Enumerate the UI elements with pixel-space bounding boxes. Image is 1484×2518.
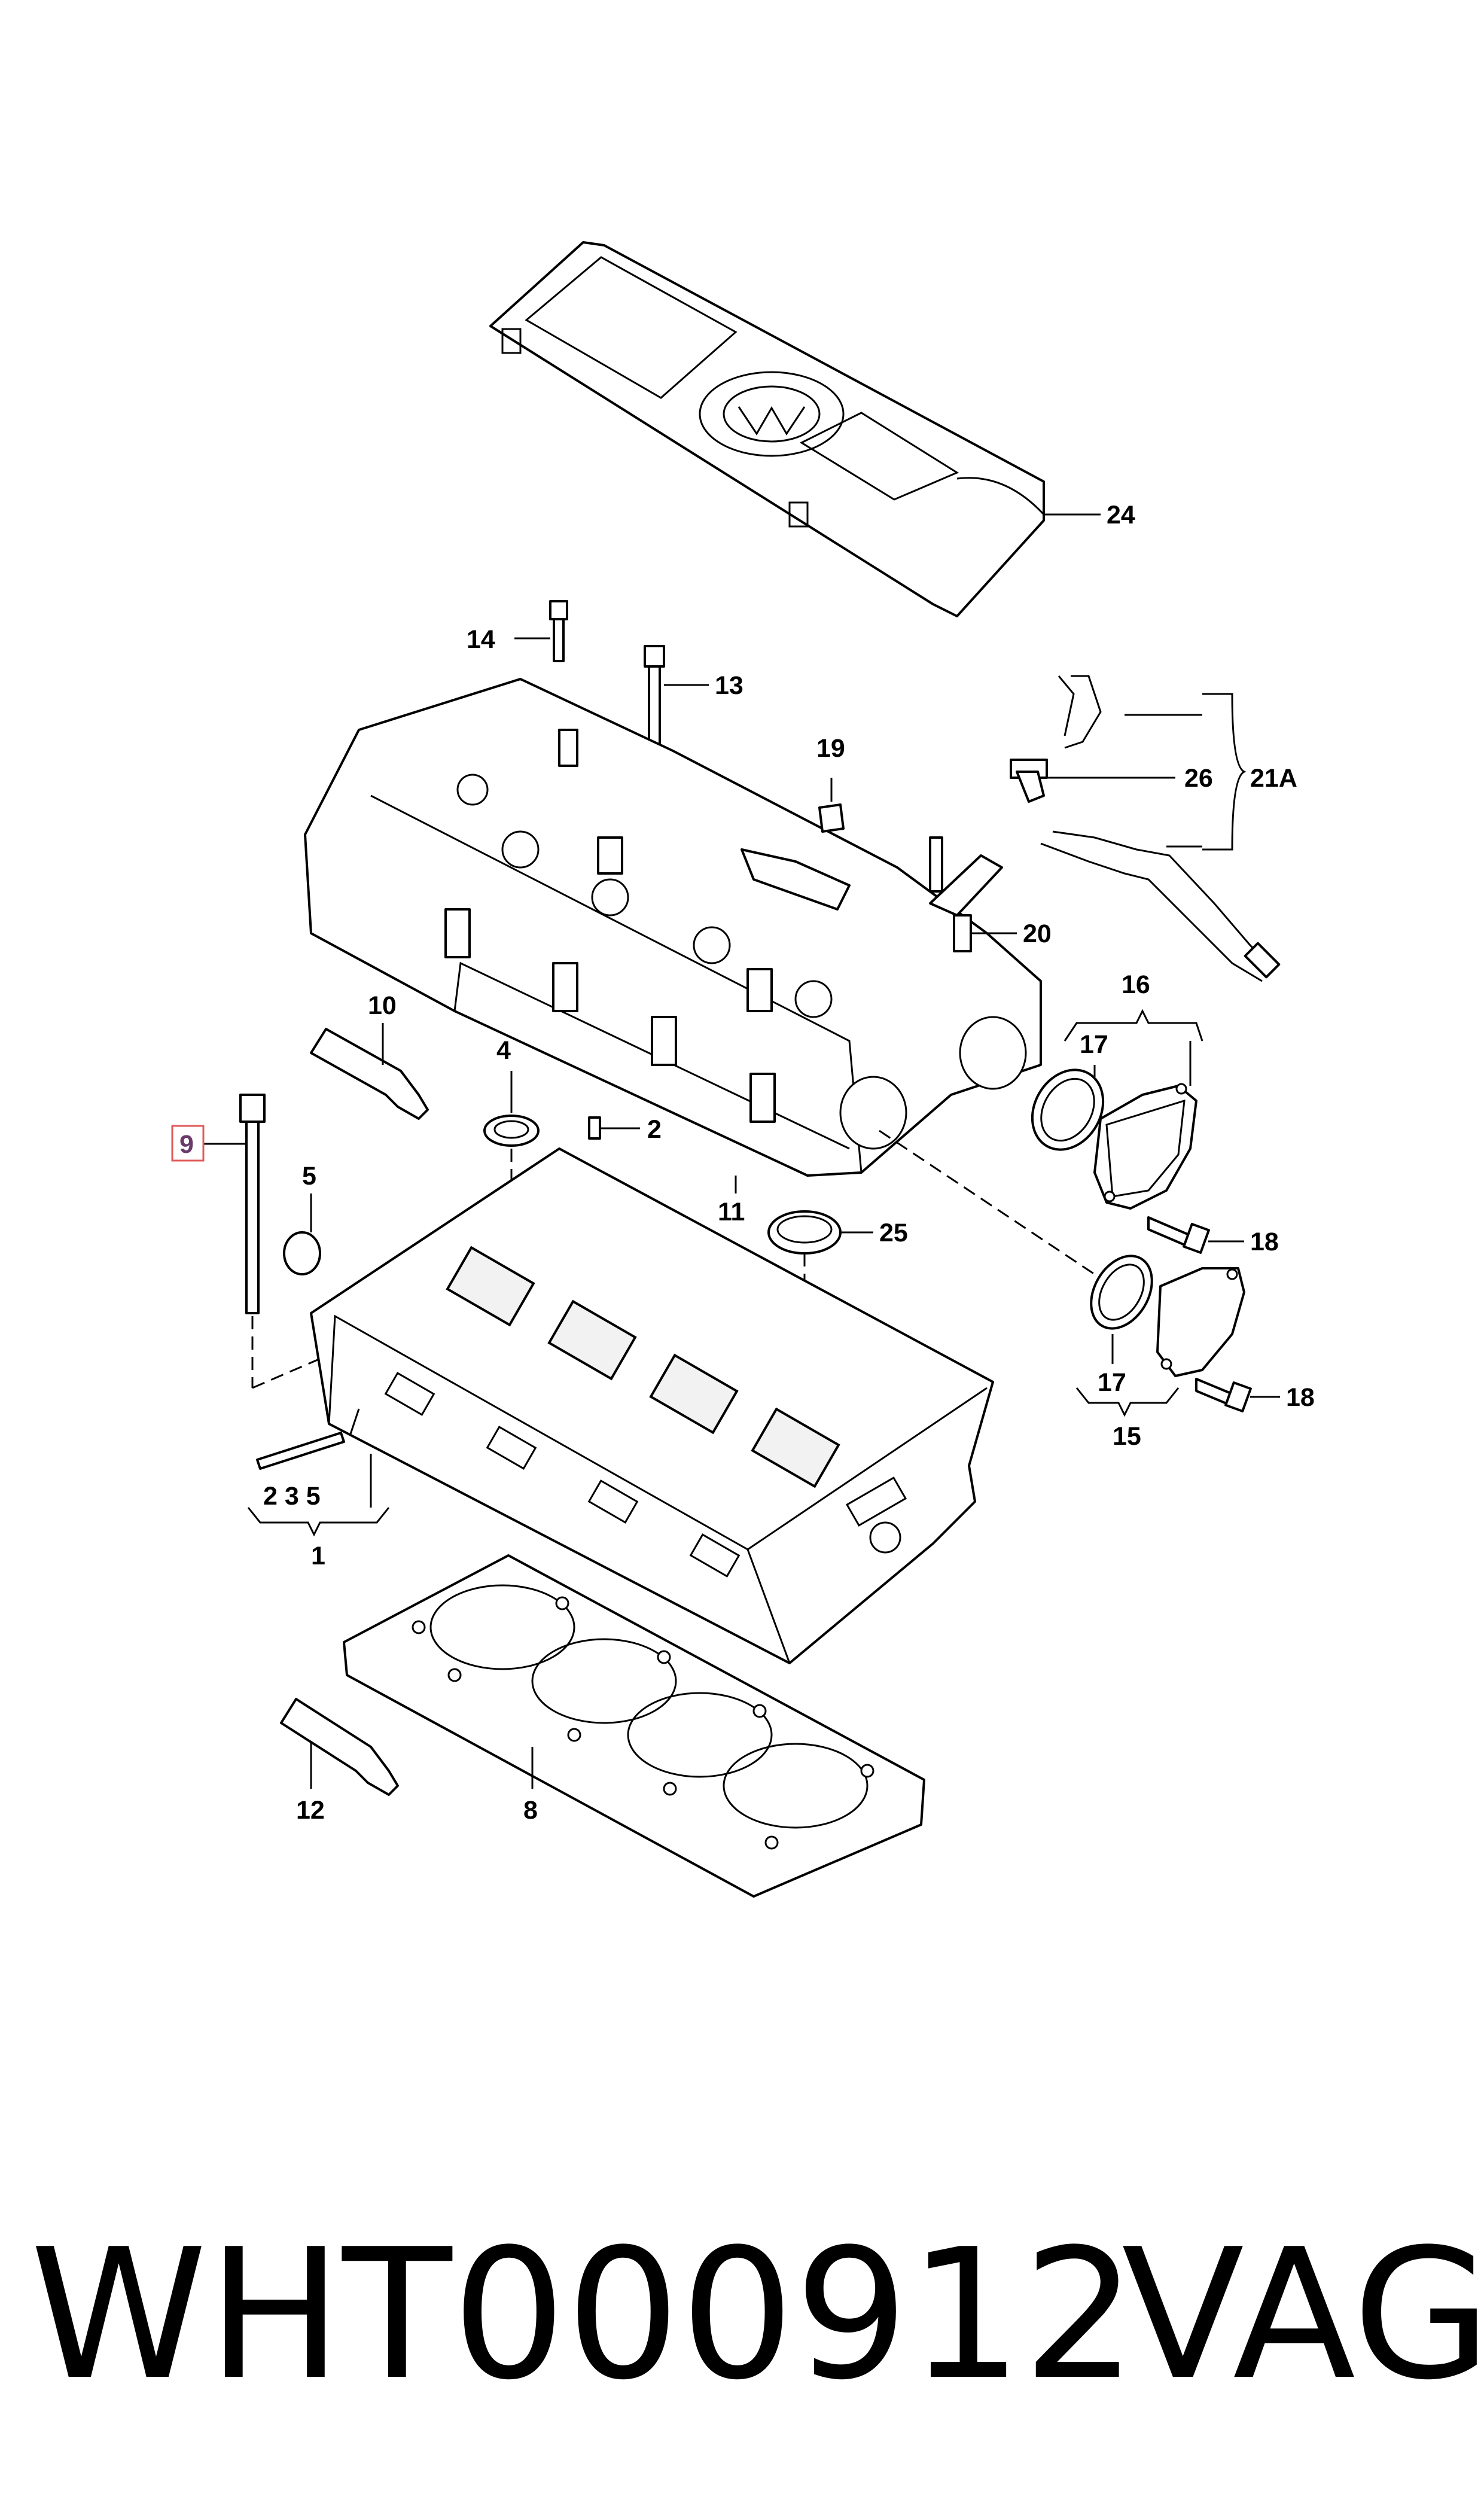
leader-stud bbox=[349, 1408, 360, 1436]
seal-part-4 bbox=[483, 1115, 540, 1147]
bracket-16 bbox=[1064, 1009, 1203, 1042]
bolt-part-14 bbox=[549, 600, 568, 662]
callout-1: 1 bbox=[311, 1542, 325, 1570]
callout-20: 20 bbox=[1023, 919, 1052, 948]
axis-line-15 bbox=[879, 1129, 1113, 1287]
dowel-pin-part-2 bbox=[588, 1116, 601, 1140]
callout-25: 25 bbox=[879, 1219, 908, 1247]
sealant-tube-part-12 bbox=[280, 1698, 399, 1796]
callout-17-lower: 17 bbox=[1098, 1368, 1126, 1397]
callout-2-3-5: 2 3 5 bbox=[263, 1482, 321, 1511]
engine-cover-part-24 bbox=[489, 241, 1045, 617]
callout-15: 15 bbox=[1113, 1422, 1141, 1451]
callout-12: 12 bbox=[296, 1796, 325, 1825]
bolt-part-18-lower bbox=[1195, 1378, 1252, 1412]
hose-assembly-part-21A bbox=[1010, 675, 1281, 982]
callout-4: 4 bbox=[496, 1036, 511, 1065]
sealant-tube-part-10 bbox=[310, 1028, 429, 1120]
callout-9-highlight-box bbox=[171, 1125, 205, 1162]
bracket-15 bbox=[1075, 1387, 1180, 1417]
seal-ring-part-25 bbox=[767, 1210, 842, 1255]
bolt-part-13 bbox=[644, 645, 665, 751]
o-ring-part-17-lower bbox=[1090, 1255, 1153, 1330]
cap-part-5 bbox=[283, 1231, 321, 1275]
bolt-part-18-upper bbox=[1147, 1216, 1210, 1254]
stud-part-2-3-5 bbox=[256, 1432, 345, 1470]
callout-19: 19 bbox=[816, 734, 845, 763]
callout-16: 16 bbox=[1122, 970, 1150, 999]
cover-part-15 bbox=[1156, 1267, 1245, 1377]
sensor-part-20 bbox=[929, 836, 1003, 952]
callout-11: 11 bbox=[718, 1198, 745, 1226]
callout-26: 26 bbox=[1184, 764, 1213, 793]
cover-part-16 bbox=[1093, 1083, 1197, 1210]
camshaft-housing-part-11 bbox=[304, 678, 1042, 1177]
cylinder-head-part-1 bbox=[310, 1147, 994, 1664]
callout-14: 14 bbox=[467, 625, 495, 654]
plug-part-19 bbox=[818, 803, 845, 833]
brand-label: VAG bbox=[1122, 2211, 1484, 2419]
callout-18-upper: 18 bbox=[1250, 1228, 1279, 1256]
o-ring-part-17-upper bbox=[1031, 1068, 1105, 1151]
part-number-label: WHT000912 bbox=[30, 2211, 1137, 2419]
callout-10: 10 bbox=[368, 991, 397, 1020]
callout-2: 2 bbox=[647, 1115, 662, 1144]
callout-24: 24 bbox=[1107, 501, 1135, 529]
callout-9: 9 bbox=[179, 1130, 194, 1159]
callout-13: 13 bbox=[715, 671, 743, 700]
callout-5: 5 bbox=[302, 1162, 316, 1191]
bracket-21A bbox=[1202, 693, 1247, 851]
callout-18-lower: 18 bbox=[1286, 1383, 1315, 1412]
head-gasket-part-8 bbox=[343, 1554, 925, 1898]
callout-8: 8 bbox=[523, 1796, 538, 1825]
callout-17-upper: 17 bbox=[1080, 1030, 1108, 1059]
head-bolt-part-9 bbox=[239, 1094, 266, 1314]
bracket-1 bbox=[247, 1507, 390, 1537]
callout-21A: 21A bbox=[1250, 764, 1297, 793]
